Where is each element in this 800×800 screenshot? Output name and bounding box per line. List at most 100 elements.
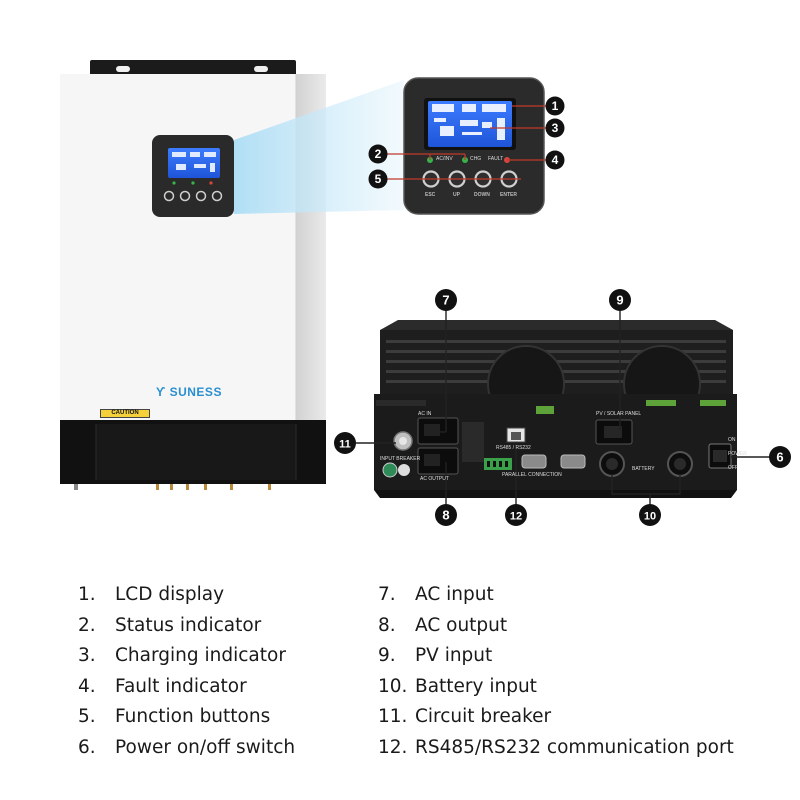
legend-item: 12. RS485/RS232 communication port — [378, 735, 778, 766]
callout-number: 5 — [375, 172, 382, 186]
brand-logo: ϒ SUNESS — [156, 385, 222, 399]
legend-left-column: 1. LCD display 2. Status indicator 3. Charg… — [78, 582, 478, 766]
legend-text: RS485/RS232 communication port — [415, 736, 734, 758]
rear-label-on: ON — [728, 437, 736, 443]
legend-text: Charging indicator — [115, 645, 286, 667]
callout-badge-12: 12 — [505, 504, 527, 526]
callout-circle — [639, 504, 661, 526]
brand-logo-glyph: ϒ — [156, 385, 166, 399]
callout-badge-1: 1 — [545, 96, 565, 116]
breaker-label-badge — [382, 462, 398, 478]
legend-item: 10. Battery input — [378, 674, 778, 705]
button-label-esc: ESC — [425, 192, 436, 198]
button-label-enter: ENTER — [500, 192, 517, 198]
callout-number: 1 — [552, 99, 559, 113]
legend-text: Fault indicator — [115, 675, 247, 697]
db9-port-1 — [521, 454, 547, 469]
callout-circle — [334, 432, 356, 454]
callout-number: 6 — [776, 450, 783, 465]
callout-badge-9: 9 — [609, 289, 631, 311]
callout-badge-8: 8 — [435, 504, 457, 526]
legend-item: 7. AC input — [378, 582, 778, 613]
legend-number: 4. — [78, 675, 96, 697]
mount-bracket — [90, 60, 296, 78]
callout-number: 2 — [375, 147, 382, 161]
legend-item: 1. LCD display — [78, 582, 478, 613]
legend-item: 8. AC output — [378, 613, 778, 644]
legend-right-column: 7. AC input 8. AC output 9.PV input 10. Bat… — [378, 582, 778, 766]
callout-badge-6: 6 — [769, 446, 791, 468]
button-label-up: UP — [453, 192, 460, 198]
indicator-label-acinv: AC/INV — [436, 156, 453, 162]
callout-badge-5: 5 — [368, 169, 388, 189]
callout-badge-4: 4 — [545, 150, 565, 170]
callout-lines-rear — [356, 300, 778, 515]
zoom-beam — [234, 80, 404, 214]
rear-label-rs485: RS485 / RS232 — [496, 445, 531, 451]
rear-label-ac-in: AC IN — [418, 411, 432, 417]
legend-item: 9.PV input — [378, 643, 778, 674]
rear-label-power: POWER — [728, 451, 747, 457]
rear-label-breaker: INPUT BREAKER — [380, 456, 421, 462]
rear-label-ac-out: AC OUTPUT — [420, 476, 449, 482]
legend-number: 7. — [378, 584, 396, 605]
callout-number: 7 — [442, 293, 449, 308]
db9-port-2 — [560, 454, 586, 469]
callout-number: 8 — [442, 508, 449, 523]
callout-number: 4 — [552, 153, 559, 167]
rear-label-pv: PV / SOLAR PANEL — [596, 411, 642, 417]
rear-label-off: OFF — [728, 465, 738, 471]
legend-text: AC input — [415, 584, 494, 605]
legend-item: 6. Power on/off switch — [78, 735, 478, 766]
legend-text: Circuit breaker — [415, 706, 552, 728]
legend-item: 3. Charging indicator — [78, 643, 478, 674]
callout-circle — [545, 118, 565, 138]
callout-circle — [545, 96, 565, 116]
callout-circle — [368, 169, 388, 189]
brand-name: SUNESS — [169, 385, 222, 399]
legend-number: 9. — [378, 645, 396, 667]
legend-number: 6. — [78, 736, 96, 758]
callout-circle — [609, 289, 631, 311]
indicator-label-fault: FAULT — [488, 156, 504, 162]
legend-number: 2. — [78, 614, 96, 636]
rear-label-battery: BATTERY — [632, 466, 655, 472]
callout-badge-11: 11 — [334, 432, 356, 454]
callout-circle — [435, 504, 457, 526]
legend-text: Status indicator — [115, 614, 262, 636]
legend-number: 12. — [378, 736, 408, 758]
callout-circle — [769, 446, 791, 468]
legend-number: 10. — [378, 675, 408, 697]
legend-number: 5. — [78, 706, 96, 728]
legend-text: AC output — [415, 614, 508, 636]
legend-item: 2. Status indicator — [78, 613, 478, 644]
legend-text: LCD display — [115, 584, 225, 605]
legend-number: 1. — [78, 584, 96, 605]
callout-badge-7: 7 — [435, 289, 457, 311]
legend-text: Function buttons — [115, 706, 271, 728]
callout-number: 10 — [644, 511, 656, 523]
inverter-rear — [374, 320, 737, 498]
callout-circle — [505, 504, 527, 526]
callout-number: 12 — [510, 511, 522, 523]
callout-number: 3 — [552, 121, 559, 135]
callout-circle — [435, 289, 457, 311]
callout-badge-2: 2 — [368, 144, 388, 164]
indicator-label-chg: CHG — [470, 156, 482, 162]
legend-number: 11. — [378, 706, 408, 728]
legend-number: 3. — [78, 645, 96, 667]
callout-number: 9 — [616, 293, 623, 308]
legend-item: 11. Circuit breaker — [378, 704, 778, 735]
callout-circle — [545, 150, 565, 170]
callout-badge-3: 3 — [545, 118, 565, 138]
legend-item: 4. Fault indicator — [78, 674, 478, 705]
callout-circle — [368, 144, 388, 164]
legend-text: Battery input — [415, 675, 537, 697]
callout-badge-10: 10 — [639, 504, 661, 526]
legend-item: 5. Function buttons — [78, 704, 478, 735]
legend-number: 8. — [378, 614, 396, 636]
caution-label: CAUTION — [100, 409, 150, 418]
legend-text: Power on/off switch — [115, 736, 296, 758]
